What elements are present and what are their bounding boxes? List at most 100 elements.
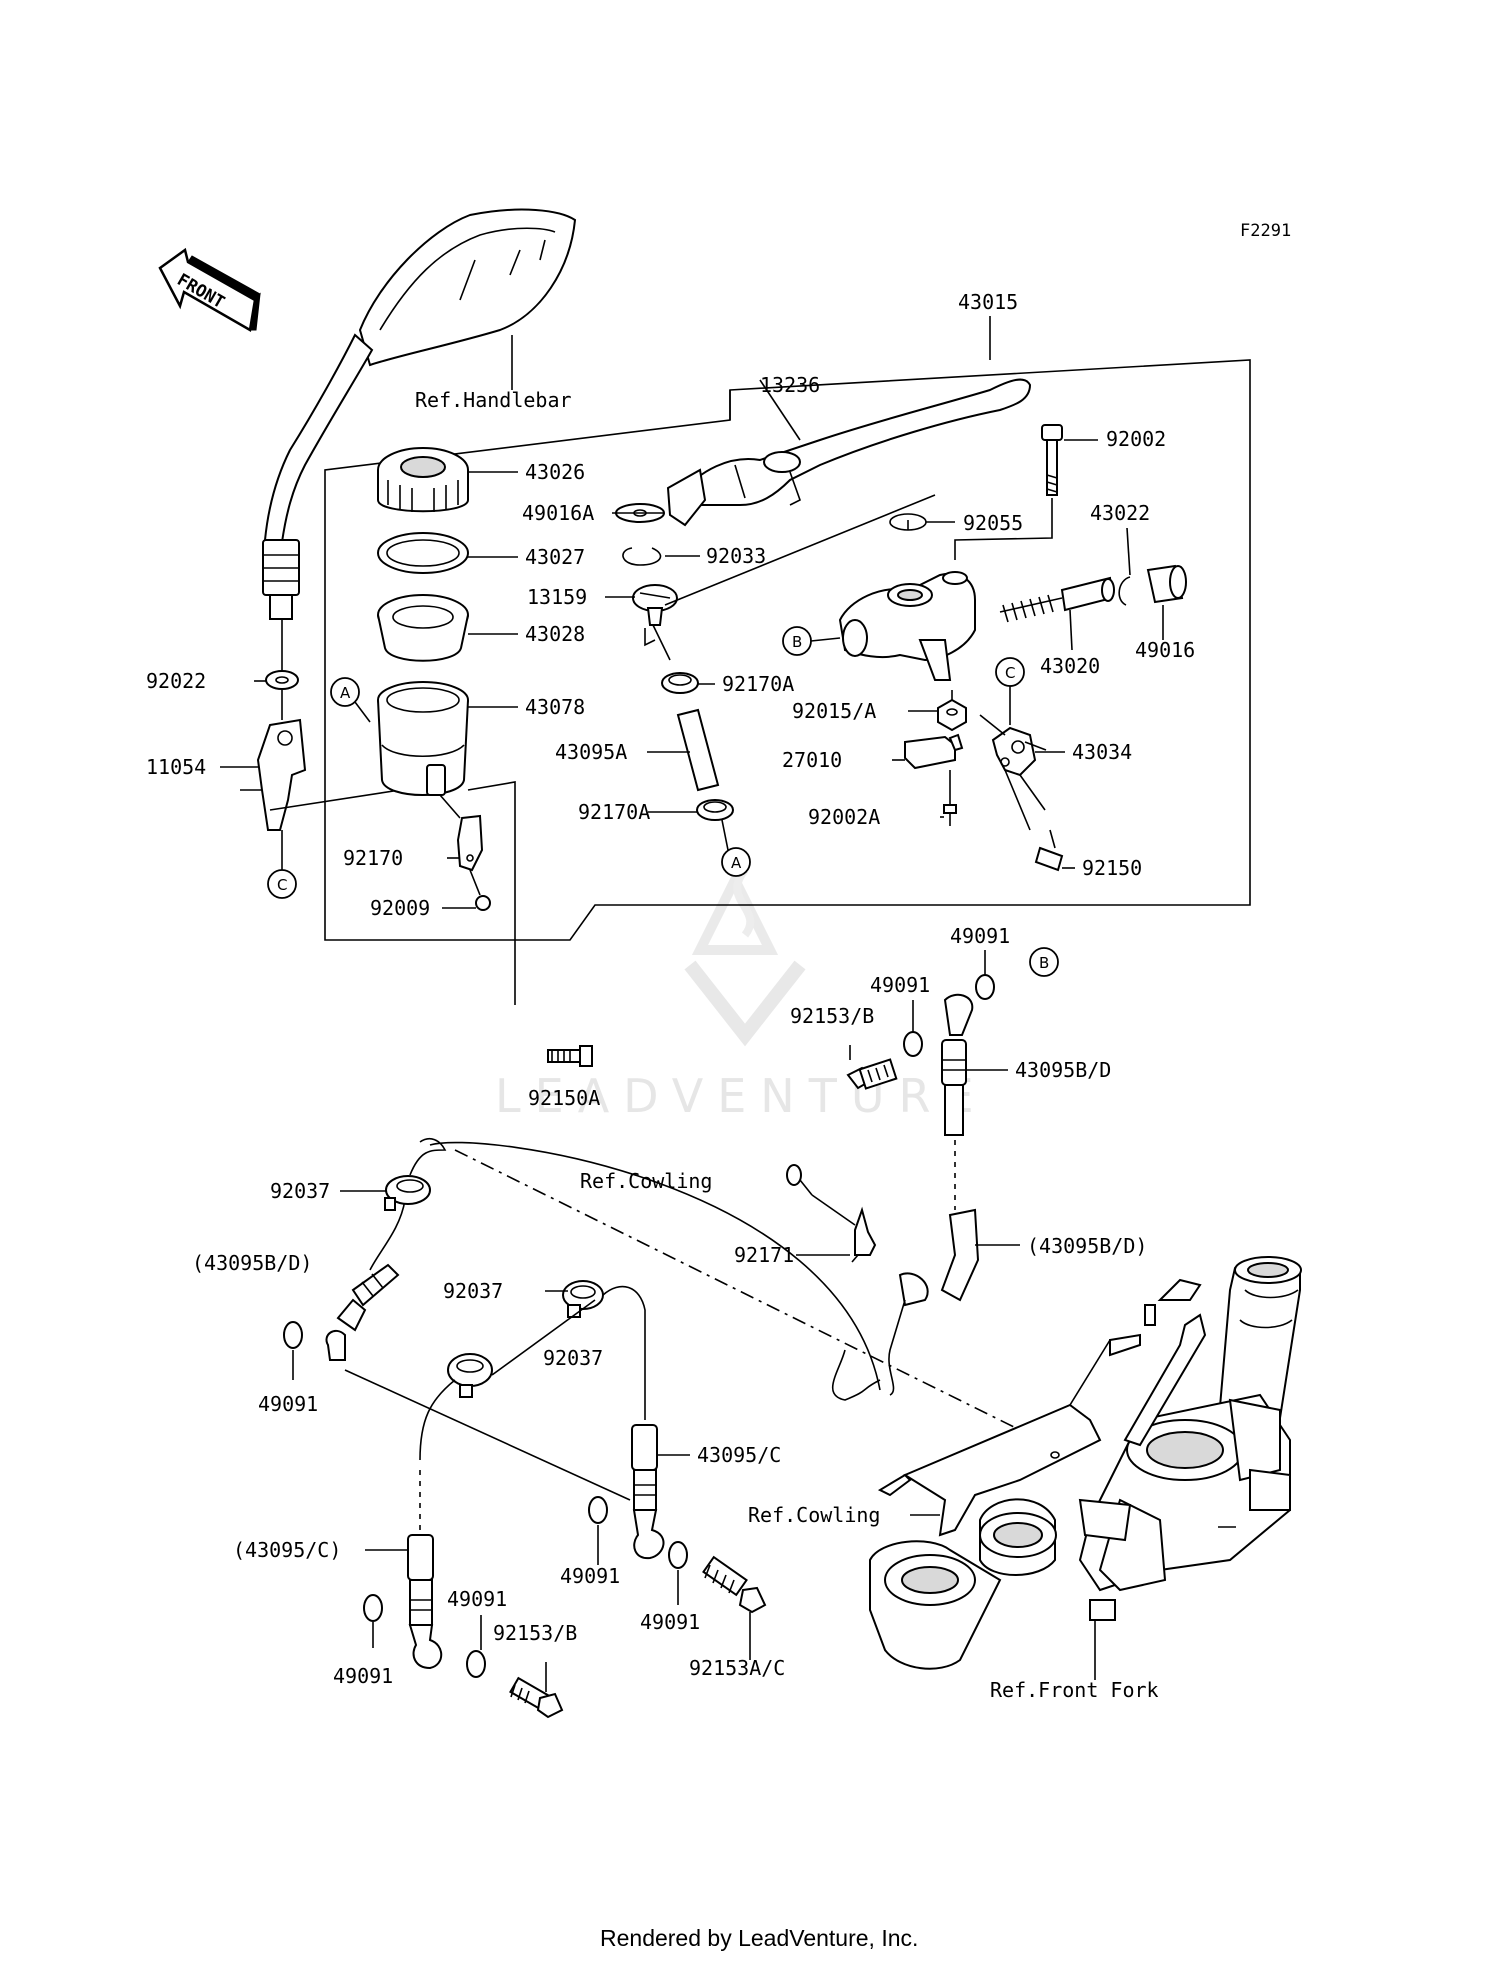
clamp-92170 [456, 814, 484, 872]
ref-cowling-upper: Ref.Cowling [580, 1169, 712, 1193]
label-43095BD-paren-right: (43095B/D) [1027, 1234, 1147, 1258]
front-fork-part [869, 1256, 1302, 1670]
label-92055: 92055 [963, 511, 1023, 535]
label-43095BD: 43095B/D [1015, 1058, 1111, 1082]
label-92153B-upper: 92153/B [790, 1004, 874, 1028]
diaphragm-43028 [377, 594, 469, 662]
callout-a-hose [721, 847, 751, 877]
clamp-43034 [991, 726, 1037, 777]
callout-c-bracket [267, 869, 297, 899]
grommet-92171 [851, 1206, 877, 1263]
banjo-bolt-92153B-upper [846, 1058, 898, 1090]
ref-cowling-lower: Ref.Cowling [748, 1503, 880, 1527]
hose-43095A [676, 708, 720, 792]
label-92153AC: 92153A/C [689, 1656, 785, 1680]
label-92015A: 92015/A [792, 699, 876, 723]
clip-92037-lower [447, 1353, 493, 1398]
label-43022: 43022 [1090, 501, 1150, 525]
label-92009: 92009 [370, 896, 430, 920]
banjo-bolt-92153AC [702, 1555, 767, 1614]
label-49091-lower-right: 49091 [640, 1610, 700, 1634]
washer-49091-lower-center [466, 1650, 486, 1678]
clamp-92170A-upper [661, 672, 699, 694]
diagram-code: F2291 [1240, 221, 1291, 241]
banjo-bolt-92153B-lower [509, 1676, 564, 1719]
callout-c-clamp [995, 657, 1025, 725]
reservoir-cap-43026 [377, 447, 469, 513]
label-43026: 43026 [525, 460, 585, 484]
screw-92002A [943, 804, 957, 826]
hose-fitting-left [325, 1263, 400, 1361]
circlip-92033 [622, 547, 662, 566]
hose-43095C-left [407, 1534, 443, 1670]
clamp-92170A-lower [696, 799, 734, 821]
callout-a-reservoir [330, 677, 371, 723]
label-92002A: 92002A [808, 805, 880, 829]
ref-handlebar: Ref.Handlebar [415, 388, 572, 412]
label-92037-lower: 92037 [543, 1346, 603, 1370]
cowling-bracket-part [877, 1278, 1207, 1537]
label-49091-left: 49091 [258, 1392, 318, 1416]
label-43078: 43078 [525, 695, 585, 719]
label-49091-top-mid: 49091 [870, 973, 930, 997]
callout-c1-text: C [1005, 664, 1015, 682]
label-92170A-lower: 92170A [578, 800, 650, 824]
label-92153B-lower: 92153/B [493, 1621, 577, 1645]
label-43028: 43028 [525, 622, 585, 646]
label-92150: 92150 [1082, 856, 1142, 880]
callout-a1-text: A [340, 684, 351, 702]
label-11054: 11054 [146, 755, 206, 779]
label-92170: 92170 [343, 846, 403, 870]
callout-b2-text: B [1039, 954, 1049, 972]
washer-92022 [265, 670, 299, 690]
washer-49091-lower-left [363, 1594, 383, 1622]
callout-b1-text: B [792, 633, 802, 651]
label-92170A-upper: 92170A [722, 672, 794, 696]
label-92022: 92022 [146, 669, 206, 693]
label-13236: 13236 [760, 373, 820, 397]
label-43020: 43020 [1040, 654, 1100, 678]
bracket-11054 [240, 718, 307, 831]
reservoir-43078 [377, 681, 469, 796]
label-27010: 27010 [782, 748, 842, 772]
label-49091-top-right: 49091 [950, 924, 1010, 948]
hose-43095C [631, 1424, 665, 1560]
screw-92150A [547, 1045, 593, 1067]
washer-49091-lower-mid [588, 1496, 608, 1524]
label-43095C-paren: (43095/C) [233, 1538, 341, 1562]
footer-credit: Rendered by LeadVenture, Inc. [600, 1925, 918, 1951]
circlip-43022 [1118, 576, 1131, 606]
label-92037-upper: 92037 [270, 1179, 330, 1203]
washer-49091-upper-mid [903, 1031, 923, 1057]
label-43095C: 43095/C [697, 1443, 781, 1467]
callout-b-body [782, 626, 841, 656]
label-92002: 92002 [1106, 427, 1166, 451]
label-49091-lower-mid: 49091 [560, 1564, 620, 1588]
watermark-logo [684, 867, 806, 1047]
label-92150A: 92150A [528, 1086, 600, 1110]
front-arrow-icon [158, 247, 261, 332]
piston-43020 [999, 576, 1115, 623]
washer-49091-upper-right [975, 974, 995, 1000]
pivot-13159 [632, 584, 678, 626]
ref-front-fork: Ref.Front Fork [990, 1678, 1159, 1702]
lever-13236 [666, 378, 1032, 527]
label-43034: 43034 [1072, 740, 1132, 764]
hose-43095BD-lower [888, 1208, 980, 1396]
cowling-screw [786, 1164, 813, 1196]
bolt-92150 [1034, 829, 1064, 872]
callout-c2-text: C [277, 876, 287, 894]
label-92171: 92171 [734, 1243, 794, 1267]
clip-92037-upper [384, 1175, 431, 1211]
label-43095BD-paren-left: (43095B/D) [192, 1251, 312, 1275]
label-92033: 92033 [706, 544, 766, 568]
washer-49091-lower-right [668, 1541, 688, 1569]
label-43015: 43015 [958, 290, 1018, 314]
assembly-outline [324, 359, 1251, 941]
label-92037-middle: 92037 [443, 1279, 503, 1303]
label-49016A: 49016A [522, 501, 594, 525]
plate-43027 [377, 532, 469, 574]
label-43027: 43027 [525, 545, 585, 569]
master-cylinder-body [838, 571, 976, 681]
